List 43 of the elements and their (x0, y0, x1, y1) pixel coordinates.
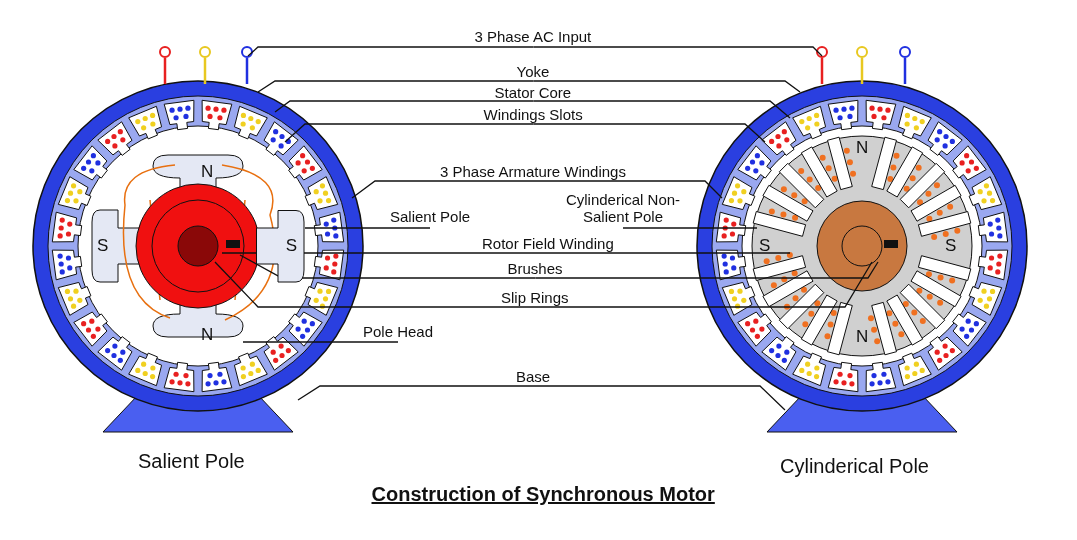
part-label: Stator Core (494, 84, 572, 101)
leader-line (247, 46, 535, 57)
pole-shoe: S (256, 210, 305, 283)
leader-line (622, 227, 758, 229)
leader-line (547, 252, 791, 254)
leader-line (351, 180, 534, 199)
pole-letter: S (97, 236, 109, 256)
part-label: Brushes (507, 260, 563, 277)
leader-line (242, 341, 399, 343)
part-label: Pole Head (363, 323, 434, 340)
part-label: Cylinderical Non-Salient Pole (548, 191, 698, 225)
part-label: Rotor Field Winding (482, 235, 614, 252)
leader-line (257, 80, 535, 93)
pole-letter: N (856, 138, 869, 158)
leader-line (534, 261, 873, 308)
leader-line (284, 123, 535, 143)
part-label: Salient Pole (390, 208, 471, 225)
motor-caption: Salient Pole (138, 450, 245, 473)
leader-line (532, 100, 791, 119)
leader-line (532, 46, 823, 57)
leader-line (274, 100, 535, 113)
leader-line (532, 80, 801, 93)
leader-line (304, 227, 431, 229)
leader-line (239, 254, 537, 279)
leader-line (297, 385, 534, 401)
pole-letter: S (945, 236, 957, 256)
part-label: Slip Rings (501, 289, 569, 306)
motor-caption: Cylinderical Pole (780, 455, 929, 478)
part-label: 3 Phase Armature Windings (440, 163, 626, 180)
part-label: Yoke (516, 63, 550, 80)
pole-letter: N (201, 325, 214, 345)
part-label: Base (516, 368, 551, 385)
leader-line (532, 123, 766, 143)
diagram-title: Construction of Synchronous Motor (371, 483, 715, 506)
leader-line (534, 261, 879, 279)
terminal-label: 3 Phase AC Input (474, 28, 592, 45)
leader-line (532, 180, 723, 199)
leader-line (214, 261, 536, 308)
leader-line (532, 385, 786, 411)
part-label: Windings Slots (483, 106, 583, 123)
pole-letter: S (759, 236, 771, 256)
pole-letter: N (201, 162, 214, 182)
pole-letter: N (856, 327, 869, 347)
